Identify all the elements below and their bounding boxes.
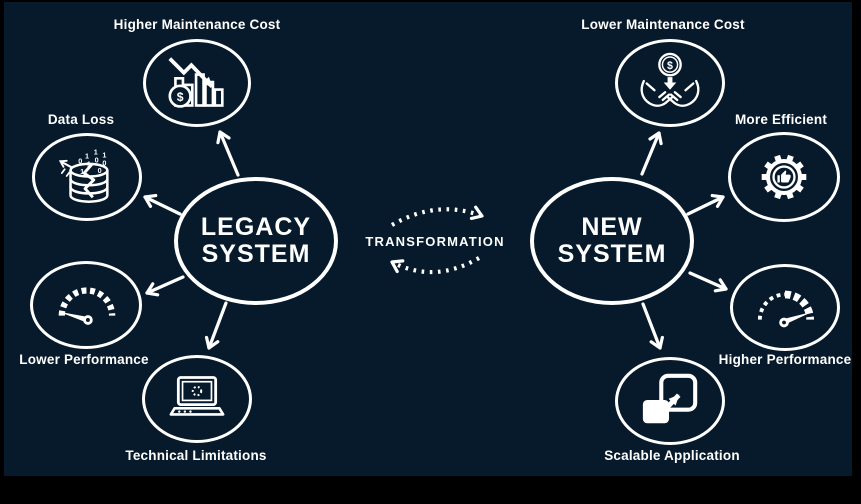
loading-spinner-icon [191,385,203,397]
label-more-efficient: More Efficient [734,112,828,127]
label-scalable-application: Scalable Application [604,448,740,463]
label-technical-limitations: Technical Limitations [125,448,267,463]
binary-digit: 1 [102,151,106,160]
dollar-glyph: $ [667,60,673,72]
scalable-application-icon [642,373,698,424]
legacy-system-hub: LEGACY SYSTEM [174,177,338,305]
binary-digit: 0 [78,156,82,165]
binary-digit: 0 [98,166,102,175]
binary-digit: 0 [102,158,106,167]
expand-arrow-icon [660,393,681,415]
label-higher-maintenance-cost: Higher Maintenance Cost [113,17,281,32]
data-loss-node: 1 1 1 0 0 1 0 1 0 [32,133,142,221]
higher-performance-node [730,264,840,351]
hands-holding-dollar-icon: $ [640,52,700,107]
binary-digit: 1 [94,148,98,157]
speedometer-high-icon [757,290,814,327]
label-lower-performance: Lower Performance [19,352,149,367]
gear-thumbs-up-icon [761,154,807,200]
broken-database-icon: 1 1 1 0 0 1 0 1 0 [58,148,109,203]
dollar-glyph: $ [177,90,184,104]
arrow-down-icon [663,77,677,90]
transformation-label: TRANSFORMATION [365,234,505,249]
new-system-hub: NEW SYSTEM [530,177,694,305]
speedometer-low-icon [58,287,116,325]
more-efficient-node [728,132,840,222]
laptop-loading-icon [169,376,225,416]
lower-performance-node [30,261,142,349]
new-title-line1: NEW [581,212,643,241]
technical-limitations-node [142,355,252,443]
declining-cost-chart-icon: $ [168,57,224,108]
binary-digit: 1 [85,152,89,161]
label-lower-maintenance-cost: Lower Maintenance Cost [581,17,745,32]
label-data-loss: Data Loss [47,112,115,127]
legacy-title-line1: LEGACY [200,212,312,241]
binary-digit: 1 [87,159,91,168]
legacy-title-line2: SYSTEM [201,240,311,268]
scalable-application-node [615,357,725,445]
lower-maintenance-cost-node: $ [615,39,725,127]
new-title-line2: SYSTEM [557,240,667,268]
thumbs-up-icon [777,170,791,183]
binary-digit: 0 [95,155,99,164]
higher-maintenance-cost-node: $ [143,39,251,127]
binary-digit: 1 [80,167,84,176]
label-higher-performance: Higher Performance [718,352,852,367]
